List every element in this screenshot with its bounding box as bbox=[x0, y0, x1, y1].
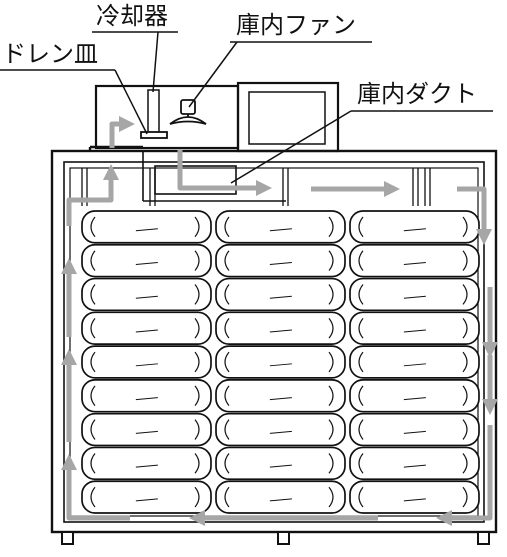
bag bbox=[81, 243, 212, 278]
label-drain-pan: ドレン皿 bbox=[2, 40, 98, 68]
label-fan: 庫内ファン bbox=[236, 11, 356, 39]
bag bbox=[215, 243, 346, 278]
bag-stack bbox=[81, 210, 480, 514]
bag bbox=[349, 311, 480, 345]
label-cooler: 冷却器 bbox=[96, 2, 168, 30]
bag bbox=[349, 210, 480, 244]
bag bbox=[81, 311, 212, 345]
drain-pan-icon bbox=[140, 131, 168, 139]
label-duct: 庫内ダクト bbox=[357, 80, 477, 108]
cabinet-feet bbox=[61, 531, 490, 545]
bag bbox=[81, 277, 212, 312]
bag bbox=[81, 446, 212, 481]
airflow-arrow-right-down-1 bbox=[457, 186, 493, 246]
bag bbox=[215, 412, 346, 447]
interior-duct bbox=[142, 150, 286, 202]
leader-lines bbox=[0, 31, 493, 184]
bag bbox=[81, 210, 212, 244]
bag bbox=[81, 379, 212, 413]
bag bbox=[349, 277, 480, 312]
bag bbox=[215, 311, 346, 345]
airflow-arrow-left-up-3 bbox=[66, 163, 120, 226]
airflow-arrow-fan-down bbox=[177, 150, 273, 197]
bag bbox=[215, 277, 346, 312]
bag bbox=[349, 345, 480, 379]
cooler-coil-icon bbox=[147, 89, 160, 135]
airflow-arrow-bottom-corner bbox=[435, 425, 493, 527]
bag bbox=[349, 243, 480, 278]
bag bbox=[215, 210, 346, 244]
bag bbox=[215, 379, 346, 413]
bag bbox=[215, 480, 346, 514]
bag bbox=[349, 446, 480, 481]
fan-icon bbox=[169, 99, 207, 125]
bag bbox=[349, 379, 480, 413]
bag bbox=[81, 412, 212, 447]
bag bbox=[81, 345, 212, 379]
bag bbox=[215, 345, 346, 379]
airflow-arrow-bottom-left-corner bbox=[60, 453, 130, 521]
bag bbox=[81, 480, 212, 514]
bag bbox=[349, 480, 480, 514]
airflow-arrows bbox=[60, 115, 499, 527]
bag bbox=[215, 446, 346, 481]
bag bbox=[349, 412, 480, 447]
airflow-arrow-into-unit bbox=[109, 115, 136, 148]
top-unit-grille-icon bbox=[248, 91, 326, 145]
